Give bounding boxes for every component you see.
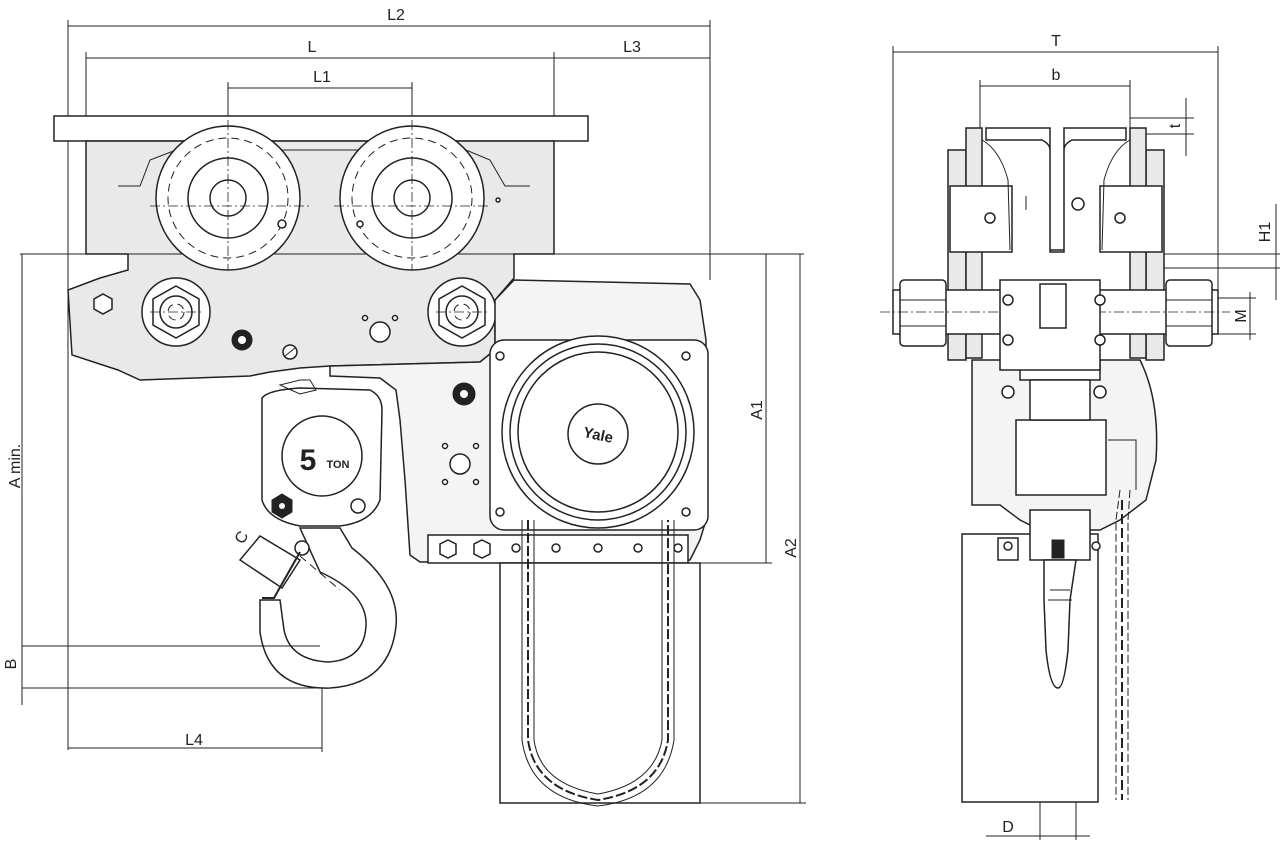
dim-label-c: C — [232, 528, 253, 547]
small-hex-nut — [93, 293, 113, 315]
left-dimension-lines — [20, 253, 323, 752]
side-hand-chain — [1115, 489, 1131, 800]
dim-label-b-lower: b — [1052, 67, 1061, 84]
dim-label-d: D — [1002, 819, 1014, 836]
plate-inner-contour — [118, 149, 530, 187]
dim-label-b: B — [3, 659, 20, 670]
dim-label-t-upper: T — [1051, 33, 1061, 50]
capacity-badge — [281, 415, 363, 497]
dim-label-l1: L1 — [313, 69, 331, 86]
hex-bolt-right — [427, 277, 497, 347]
dim-label-l: L — [308, 39, 317, 56]
side-bottom-dimension — [986, 802, 1090, 840]
capacity-number: 5 — [300, 444, 317, 477]
right-dimension-lines — [514, 253, 806, 804]
dim-label-a1: A1 — [749, 400, 766, 420]
dim-label-t-lower: t — [1167, 123, 1184, 128]
side-hook — [1029, 509, 1091, 689]
beam-profile — [985, 127, 1127, 253]
hoist-body-side — [971, 279, 1158, 531]
trolley-wheel-left — [150, 120, 310, 271]
brand-logo-text: Yale — [582, 424, 615, 447]
dim-label-a-min: A min. — [7, 444, 24, 488]
small-bolt-left — [277, 219, 287, 229]
brand-logo-circle — [567, 403, 629, 465]
hoist-housing — [489, 335, 709, 531]
chain-bag — [499, 562, 701, 804]
dim-label-m: M — [1233, 309, 1250, 322]
hex-bolt-left — [141, 277, 211, 347]
trolley-wheel-right — [334, 120, 490, 271]
beam-flange — [53, 115, 589, 142]
dim-label-h1: H1 — [1257, 222, 1274, 243]
hand-chain-loop — [521, 520, 675, 807]
side-view: T b t H1 M — [880, 33, 1280, 840]
capacity-unit: TON — [326, 459, 349, 471]
dim-label-l4: L4 — [185, 732, 203, 749]
side-top-dimension-lines — [892, 46, 1280, 340]
small-bolt-right — [356, 220, 364, 228]
dim-label-l2: L2 — [387, 7, 405, 24]
side-chain-bag — [961, 533, 1099, 803]
bottom-block — [261, 379, 383, 527]
dim-label-a2: A2 — [783, 538, 800, 558]
dim-label-l3: L3 — [623, 39, 641, 56]
load-hook — [238, 527, 398, 689]
front-view: L2 L L3 L1 — [3, 7, 806, 807]
